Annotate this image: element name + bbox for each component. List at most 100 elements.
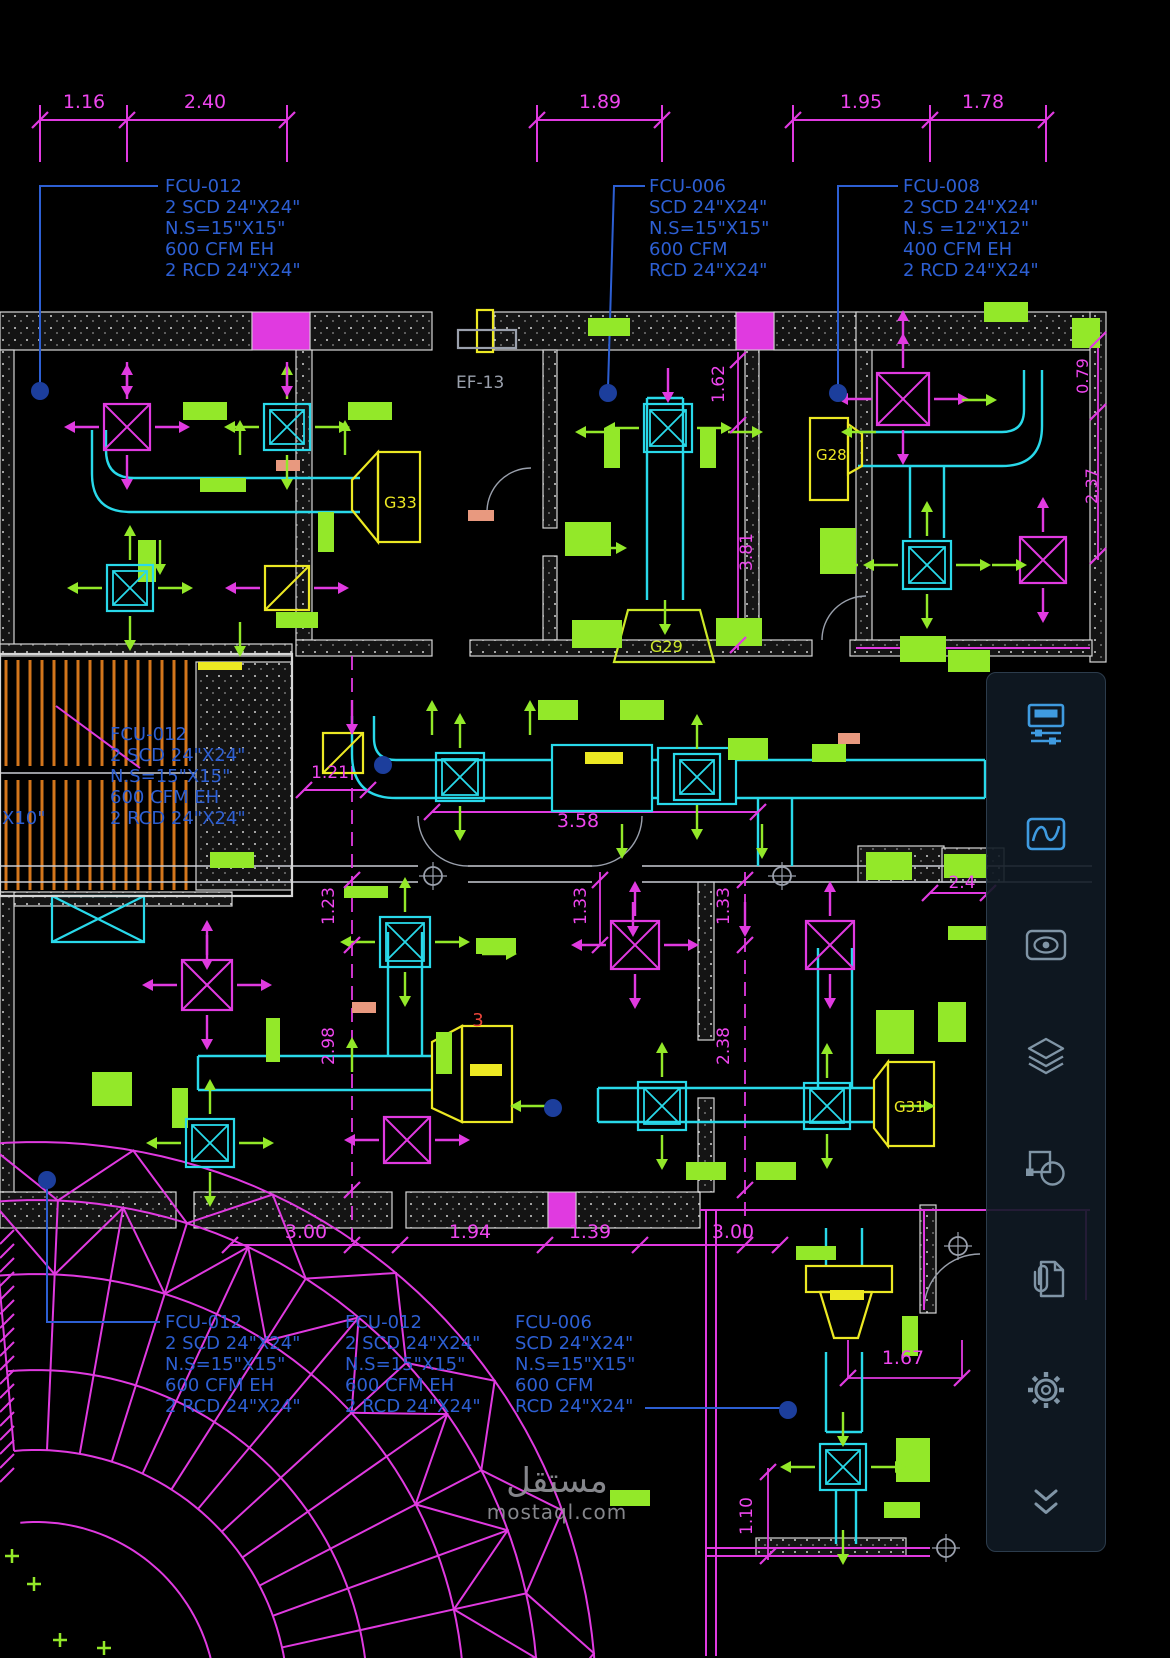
layers-icon bbox=[1027, 1038, 1065, 1075]
attachment-icon bbox=[1033, 1260, 1065, 1297]
cad-text: 2 SCD 24"X24" bbox=[903, 197, 1038, 218]
cad-text: 2.38 bbox=[714, 1027, 734, 1065]
cad-text: N.S=15"X15" bbox=[110, 766, 230, 787]
diffuser-symbol bbox=[672, 752, 722, 802]
cad-text: 3 bbox=[472, 1010, 483, 1031]
diffuser-symbol bbox=[1018, 535, 1068, 585]
cad-text: 1.23 bbox=[319, 887, 339, 925]
watermark: مستقل mostaql.com bbox=[402, 1462, 712, 1524]
diffuser-symbol bbox=[263, 564, 311, 612]
cad-text: 600 CFM bbox=[515, 1375, 594, 1396]
sheet-settings-icon bbox=[1027, 703, 1065, 745]
measure-icon bbox=[1026, 1150, 1065, 1186]
cad-text: FCU-008 bbox=[903, 176, 980, 197]
diffuser-symbol bbox=[434, 751, 486, 803]
layers-button[interactable] bbox=[1022, 1032, 1070, 1080]
collapse-icon bbox=[1034, 1489, 1058, 1514]
cad-text: 0.79 bbox=[1073, 358, 1092, 394]
cad-text: EF-13 bbox=[456, 373, 504, 393]
settings-button[interactable] bbox=[1022, 1366, 1070, 1414]
display-settings-button[interactable] bbox=[1022, 699, 1070, 747]
watermark-arabic: مستقل bbox=[506, 1461, 608, 1501]
diffuser-symbol bbox=[901, 539, 953, 591]
cad-text: 600 CFM EH bbox=[345, 1375, 454, 1396]
cad-text: FCU-012 bbox=[165, 1312, 242, 1333]
attachments-button[interactable] bbox=[1022, 1255, 1070, 1303]
cad-text: 2 RCD 24"X24" bbox=[110, 808, 246, 829]
cad-text: N.S=15"X15" bbox=[165, 1354, 285, 1375]
diffuser-symbol bbox=[102, 402, 152, 452]
annotation-tool-button[interactable] bbox=[1022, 810, 1070, 858]
cad-text: 2 RCD 24"X24" bbox=[165, 1396, 301, 1417]
cad-text: 400 CFM EH bbox=[903, 239, 1012, 260]
diffuser-symbol bbox=[818, 1442, 868, 1492]
cad-text: RCD 24"X24" bbox=[649, 260, 767, 281]
diffuser-symbol bbox=[636, 1080, 688, 1132]
cad-text: 600 CFM EH bbox=[110, 787, 219, 808]
cad-text: N.S=15"X15" bbox=[515, 1354, 635, 1375]
curve-icon bbox=[1026, 817, 1066, 851]
cad-text: X10" bbox=[2, 808, 46, 829]
cad-text: 600 CFM EH bbox=[165, 1375, 274, 1396]
cad-text: 1.95 bbox=[840, 91, 882, 113]
symbols-layer bbox=[64, 302, 1100, 1565]
cad-text: 1.39 bbox=[569, 1221, 611, 1243]
cad-text: FCU-012 bbox=[345, 1312, 422, 1333]
dimension-layer bbox=[31, 111, 1107, 1565]
cad-text: G29 bbox=[650, 637, 683, 656]
cad-text: 600 CFM EH bbox=[165, 239, 274, 260]
cad-text: 600 CFM bbox=[649, 239, 728, 260]
cad-text: 1.33 bbox=[571, 887, 591, 925]
diffuser-symbol bbox=[378, 915, 432, 969]
side-toolbar bbox=[986, 672, 1106, 1552]
cad-text: SCD 24"X24" bbox=[515, 1333, 633, 1354]
cad-text: FCU-006 bbox=[515, 1312, 592, 1333]
cad-text: 2.37 bbox=[1082, 468, 1101, 504]
cad-text: 1.94 bbox=[449, 1221, 491, 1243]
diffuser-symbol bbox=[184, 1117, 236, 1169]
cad-text: 1.89 bbox=[579, 91, 621, 113]
cad-text: 3.00 bbox=[712, 1221, 754, 1243]
cad-text: 3.00 bbox=[285, 1221, 327, 1243]
cad-text: 2 SCD 24"X24" bbox=[165, 1333, 300, 1354]
diffuser-symbol bbox=[804, 919, 856, 971]
collapse-toolbar-button[interactable] bbox=[1022, 1477, 1070, 1525]
cad-text: 1.16 bbox=[63, 91, 105, 113]
settings-gear-icon bbox=[1028, 1371, 1064, 1408]
cad-text: N.S=15"X15" bbox=[649, 218, 769, 239]
cad-text: 2 RCD 24"X24" bbox=[165, 260, 301, 281]
cad-text: SCD 24"X24" bbox=[649, 197, 767, 218]
cad-text: 2.4 bbox=[948, 873, 975, 893]
duct-layer bbox=[0, 308, 1044, 1544]
cad-text: FCU-012 bbox=[165, 176, 242, 197]
cad-text: 2 RCD 24"X24" bbox=[903, 260, 1039, 281]
cad-text: 1.62 bbox=[709, 365, 729, 403]
cad-text: 2 SCD 24"X24" bbox=[110, 745, 245, 766]
diffuser-symbol bbox=[262, 402, 312, 452]
cad-text: 1.78 bbox=[962, 91, 1004, 113]
visibility-button[interactable] bbox=[1022, 921, 1070, 969]
cad-text: 1.33 bbox=[714, 887, 734, 925]
dome-layer bbox=[0, 1141, 596, 1658]
diffuser-symbol bbox=[105, 563, 155, 613]
cad-text: G28 bbox=[816, 446, 847, 464]
cad-text: FCU-006 bbox=[649, 176, 726, 197]
cad-text: RCD 24"X24" bbox=[515, 1396, 633, 1417]
cad-text: 2 SCD 24"X24" bbox=[345, 1333, 480, 1354]
cad-text: 3.58 bbox=[557, 810, 599, 832]
cad-text: N.S=15"X15" bbox=[345, 1354, 465, 1375]
cad-text: 2.98 bbox=[319, 1027, 339, 1065]
cad-text: FCU-012 bbox=[110, 724, 187, 745]
cad-text: N.S=15"X15" bbox=[165, 218, 285, 239]
diffuser-symbol bbox=[321, 731, 365, 775]
cad-text: G31 bbox=[894, 1098, 925, 1116]
cad-text: 1.67 bbox=[882, 1347, 924, 1369]
watermark-url: mostaql.com bbox=[486, 1500, 628, 1524]
measure-tool-button[interactable] bbox=[1022, 1144, 1070, 1192]
cad-text: N.S =12"X12" bbox=[903, 218, 1029, 239]
visibility-icon bbox=[1025, 930, 1067, 961]
diffuser-symbol bbox=[382, 1115, 432, 1165]
